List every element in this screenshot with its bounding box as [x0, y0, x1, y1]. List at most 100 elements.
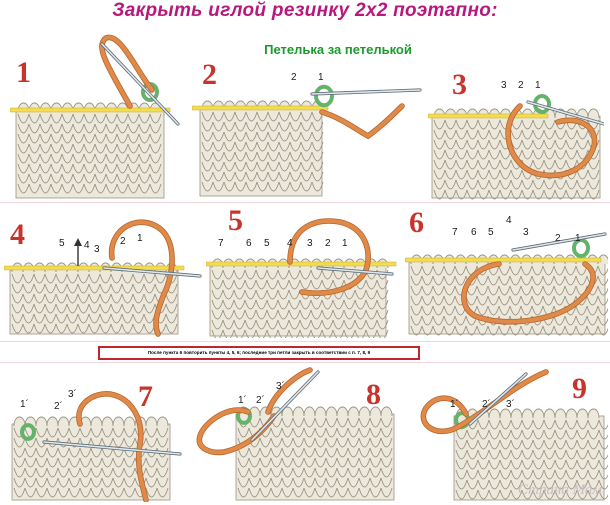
closed-loop-green	[314, 84, 334, 108]
live-loop	[112, 416, 125, 427]
knit-stitch	[347, 427, 360, 438]
knit-stitch	[476, 285, 489, 296]
knit-stitch	[531, 285, 544, 296]
knit-stitch	[454, 315, 467, 326]
knit-stitch	[259, 447, 272, 458]
knit-stitch	[554, 189, 567, 200]
step-8-label-3p: 3´	[276, 381, 285, 392]
knit-stitch	[33, 283, 46, 294]
knit-stitch	[358, 427, 371, 438]
knit-stitch	[24, 477, 37, 488]
knit-stitch	[50, 133, 63, 144]
live-loop	[145, 416, 158, 427]
knit-stitch	[336, 467, 349, 478]
knit-stitch	[421, 285, 434, 296]
knit-stitch	[443, 325, 456, 336]
knit-stitch	[281, 427, 294, 438]
knit-stitch	[455, 119, 468, 130]
knit-stitch	[444, 129, 457, 140]
knit-stitch	[532, 419, 545, 430]
knit-stitch	[266, 289, 279, 300]
knit-stitch	[421, 325, 434, 336]
knit-stitch	[149, 123, 162, 134]
knit-stitch	[267, 121, 280, 132]
knit-stitch	[24, 447, 37, 458]
knit-stitch	[288, 289, 301, 300]
knit-stitch	[248, 487, 261, 498]
knit-stitch	[223, 131, 236, 142]
knit-stitch	[455, 149, 468, 160]
knit-stitch	[90, 457, 103, 468]
arrow-up-icon	[74, 238, 82, 246]
knit-stitch	[347, 477, 360, 488]
knit-stitch	[46, 447, 59, 458]
knit-stitch	[248, 417, 261, 428]
knit-stitch	[543, 469, 556, 480]
knit-stitch	[432, 275, 445, 286]
knit-stitch	[314, 447, 327, 458]
knit-stitch	[72, 163, 85, 174]
knit-stitch	[487, 295, 500, 306]
knit-stitch	[28, 183, 41, 194]
knit-stitch	[143, 323, 156, 334]
knit-stitch	[380, 467, 393, 478]
knit-stitch	[72, 143, 85, 154]
knit-stitch	[455, 139, 468, 150]
knit-stitch	[521, 119, 534, 130]
step-5-label-2: 2	[325, 238, 331, 249]
step-3-number: 3	[452, 68, 467, 101]
knit-stitch	[101, 487, 114, 498]
step-9-illustration	[420, 369, 608, 501]
knit-stitch	[256, 151, 269, 162]
knit-stitch	[300, 161, 313, 172]
knit-stitch	[278, 151, 291, 162]
knit-stitch	[61, 183, 74, 194]
knit-stitch	[410, 325, 423, 336]
knit-stitch	[554, 119, 567, 130]
knit-stitch	[123, 487, 136, 498]
knit-stitch	[477, 419, 490, 430]
knit-stitch	[336, 447, 349, 458]
knit-stitch	[94, 173, 107, 184]
step-2-label-2: 2	[291, 72, 297, 83]
knit-stitch	[156, 467, 169, 478]
knit-stitch	[466, 429, 479, 440]
knit-stitch	[57, 447, 70, 458]
knit-stitch	[455, 429, 468, 440]
knit-stitch	[597, 295, 608, 306]
tapestry-needle	[527, 101, 604, 125]
knit-stitch	[292, 487, 305, 498]
diagram-subtitle: Петелька за петелькой	[264, 42, 412, 57]
step-4-label-2: 2	[120, 236, 126, 247]
knit-stitch	[50, 163, 63, 174]
step-6-panel: 6 7 6 5 4 3 2 1	[405, 204, 608, 338]
step-7-panel: 7 1´ 2´ 3´	[4, 364, 184, 502]
knit-stitch	[543, 149, 556, 160]
knit-stitch	[11, 323, 24, 334]
knit-stitch	[33, 303, 46, 314]
knit-stitch	[521, 459, 534, 470]
knit-stitch	[39, 173, 52, 184]
knit-stitch	[376, 319, 389, 330]
knit-stitch	[165, 313, 178, 324]
knit-stitch	[336, 487, 349, 498]
knit-stitch	[532, 449, 545, 460]
knit-stitch	[90, 477, 103, 488]
knit-stitch	[299, 329, 312, 338]
knit-stitch	[343, 319, 356, 330]
knit-stitch	[94, 153, 107, 164]
knit-stitch	[233, 269, 246, 280]
knit-stitch	[531, 295, 544, 306]
knit-stitch	[553, 285, 566, 296]
step-6-label-6: 6	[471, 227, 477, 238]
knit-stitch	[466, 169, 479, 180]
knit-stitch	[212, 131, 225, 142]
knit-stitch	[61, 153, 74, 164]
knit-stitch	[79, 477, 92, 488]
knit-stitch	[587, 189, 600, 200]
knit-stitch	[380, 477, 393, 488]
knit-stitch	[466, 439, 479, 450]
knit-stitch	[66, 323, 79, 334]
knit-stitch	[576, 149, 589, 160]
instruction-note: После пункта 6 повторить пункты 4, 5, 6;…	[98, 346, 420, 360]
